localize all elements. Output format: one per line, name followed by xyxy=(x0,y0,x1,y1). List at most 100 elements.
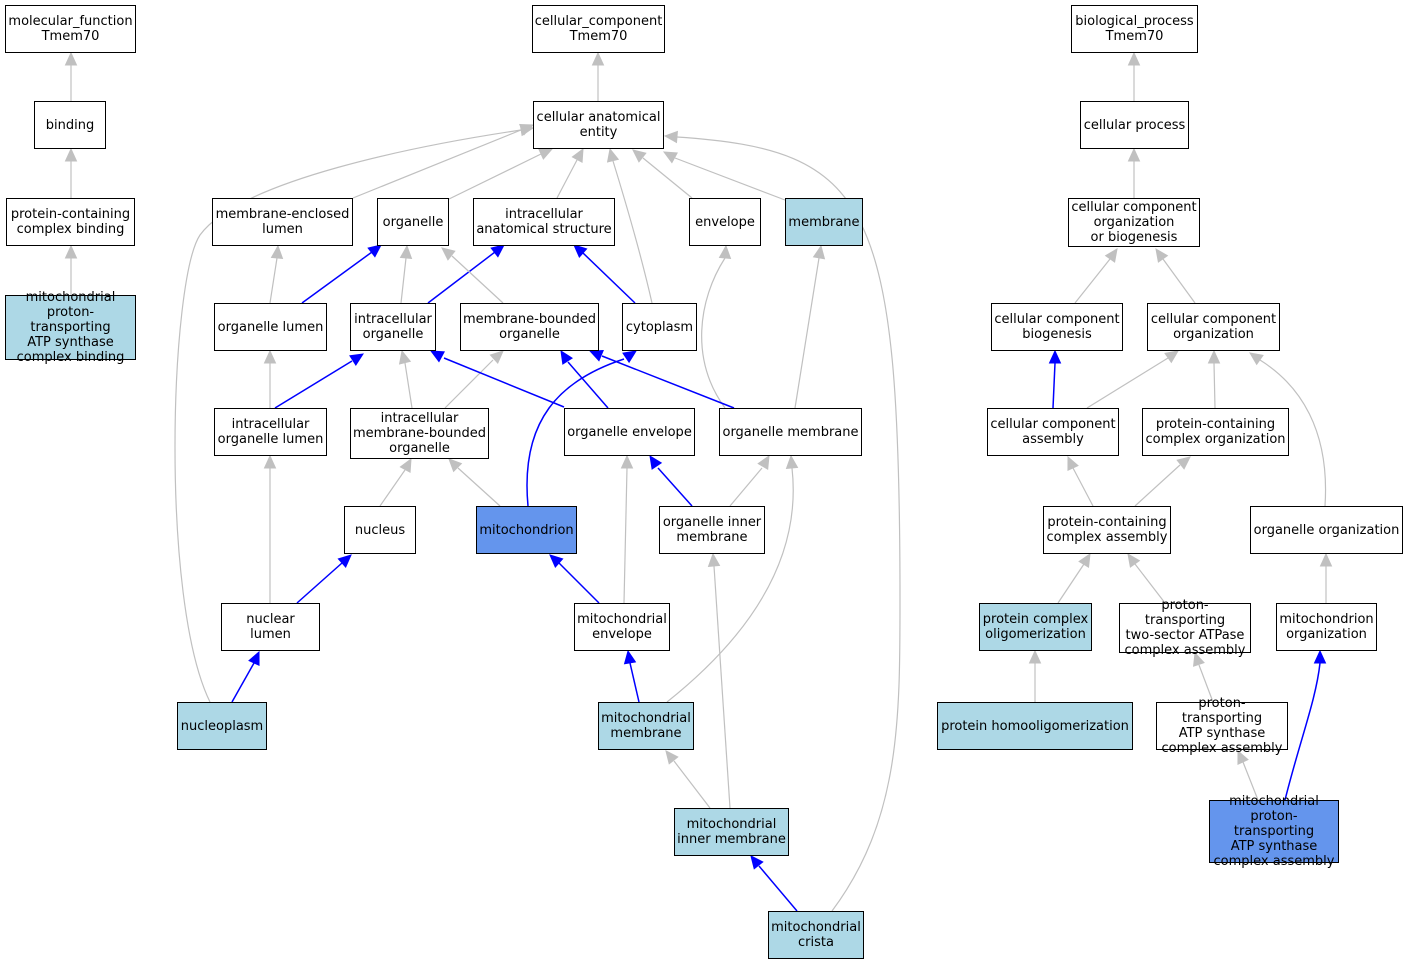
edge-arrowhead-8 xyxy=(632,149,647,163)
edge-arrowhead-6 xyxy=(571,147,584,163)
edge-arrowhead-13 xyxy=(367,244,382,258)
node-mitochondrion[interactable]: mitochondrion xyxy=(476,506,577,554)
edge-arrowhead-3 xyxy=(591,51,605,66)
node-organelle-organization[interactable]: organelle organization xyxy=(1250,506,1403,554)
edge-17 xyxy=(582,252,636,304)
edge-47 xyxy=(1086,357,1169,409)
edge-arrowhead-21 xyxy=(398,349,412,365)
node-cytoplasm[interactable]: cytoplasm xyxy=(622,303,697,351)
node-organelle-inner-membrane[interactable]: organelle inner membrane xyxy=(659,506,765,554)
edge-20 xyxy=(274,360,353,409)
node-intracellular-membrane-bounded-organelle[interactable]: intracellular membrane-bounded organelle xyxy=(350,408,489,459)
node-nucleus[interactable]: nucleus xyxy=(344,506,416,554)
edge-arrowhead-42 xyxy=(1127,51,1141,66)
node-mitochondrial-crista[interactable]: mitochondrial crista xyxy=(768,911,864,959)
edge-arrowhead-57 xyxy=(1237,749,1249,765)
edge-arrowhead-17 xyxy=(573,244,588,258)
node-mito-proton-transporting-atp-synthase-complex-assembly[interactable]: mitochondrial proton-transporting ATP sy… xyxy=(1209,794,1339,869)
node-organelle-lumen[interactable]: organelle lumen xyxy=(214,303,327,351)
edge-arrowhead-49 xyxy=(1249,352,1264,366)
node-biological-process-root[interactable]: biological_process Tmem70 xyxy=(1071,5,1198,53)
edge-30 xyxy=(526,358,625,507)
node-mitochondrial-membrane[interactable]: mitochondrial membrane xyxy=(598,702,694,750)
edge-arrowhead-0 xyxy=(64,51,78,66)
edge-arrowhead-19 xyxy=(263,349,277,364)
node-cellular-process[interactable]: cellular process xyxy=(1080,101,1189,149)
edge-48 xyxy=(1213,362,1216,409)
node-organelle-envelope[interactable]: organelle envelope xyxy=(564,408,695,456)
edge-arrowhead-33 xyxy=(757,454,770,470)
edge-36 xyxy=(231,662,255,703)
node-intracellular-organelle[interactable]: intracellular organelle xyxy=(350,303,436,351)
edge-34 xyxy=(296,562,343,604)
node-mito-atp-synthase-complex-binding[interactable]: mitochondrial proton-transporting ATP sy… xyxy=(5,290,136,365)
edge-54 xyxy=(1134,563,1166,604)
edge-arrowhead-16 xyxy=(441,247,456,261)
node-proton-transporting-atp-synthase-complex-assembly[interactable]: proton-transporting ATP synthase complex… xyxy=(1156,696,1288,756)
node-protein-complex-oligomerization[interactable]: protein complex oligomerization xyxy=(979,603,1092,651)
node-proton-transporting-two-sector-atpase-complex-assembly[interactable]: proton-transporting two-sector ATPase co… xyxy=(1119,598,1251,658)
node-cellular-anatomical-entity[interactable]: cellular anatomical entity xyxy=(533,101,664,149)
node-cellular-component-organization-or-biogenesis[interactable]: cellular component organization or bioge… xyxy=(1068,198,1200,247)
edge-arrowhead-46 xyxy=(1048,349,1062,364)
edge-arrowhead-7 xyxy=(606,147,620,163)
node-protein-homooligomerization[interactable]: protein homooligomerization xyxy=(937,702,1133,750)
node-intracellular-organelle-lumen[interactable]: intracellular organelle lumen xyxy=(214,408,327,456)
node-cellular-component-assembly[interactable]: cellular component assembly xyxy=(987,408,1119,456)
edge-37 xyxy=(629,662,640,703)
edge-40 xyxy=(713,565,731,809)
node-membrane-bounded-organelle[interactable]: membrane-bounded organelle xyxy=(460,303,599,351)
node-nuclear-lumen[interactable]: nuclear lumen xyxy=(221,603,320,651)
node-molecular-function-root[interactable]: molecular_function Tmem70 xyxy=(5,5,136,53)
edge-arrowhead-10 xyxy=(519,123,535,137)
node-envelope[interactable]: envelope xyxy=(689,198,761,246)
edge-35 xyxy=(558,562,600,604)
edge-arrowhead-27 xyxy=(263,454,277,469)
node-mitochondrion-organization[interactable]: mitochondrion organization xyxy=(1276,603,1377,651)
node-mitochondrial-inner-membrane[interactable]: mitochondrial inner membrane xyxy=(674,808,789,856)
node-organelle[interactable]: organelle xyxy=(377,198,449,246)
edge-5 xyxy=(446,153,542,201)
edge-arrowhead-9 xyxy=(662,151,678,164)
node-cellular-component-root[interactable]: cellular_component Tmem70 xyxy=(532,5,665,53)
edge-arrowhead-58 xyxy=(1313,649,1327,664)
node-membrane[interactable]: membrane xyxy=(785,198,863,246)
edge-arrowhead-30 xyxy=(622,350,637,364)
node-protein-containing-complex-assembly[interactable]: protein-containing complex assembly xyxy=(1043,506,1171,554)
edge-arrowhead-24 xyxy=(560,349,574,365)
edge-arrowhead-53 xyxy=(1078,552,1091,568)
node-mitochondrial-envelope[interactable]: mitochondrial envelope xyxy=(574,603,670,651)
edge-28 xyxy=(379,469,406,507)
edge-23 xyxy=(443,357,565,408)
edge-arrowhead-44 xyxy=(1104,248,1118,263)
edge-arrowhead-56 xyxy=(1192,651,1205,667)
edge-arrowhead-39 xyxy=(665,750,679,765)
edge-15 xyxy=(427,251,496,304)
node-protein-containing-complex-binding[interactable]: protein-containing complex binding xyxy=(6,198,135,246)
node-intracellular-anatomical-structure[interactable]: intracellular anatomical structure xyxy=(473,198,615,246)
edge-9 xyxy=(674,157,786,201)
node-nucleoplasm[interactable]: nucleoplasm xyxy=(177,702,267,750)
edge-arrowhead-2 xyxy=(64,244,78,259)
edge-arrowhead-31 xyxy=(620,454,634,469)
node-cellular-component-organization[interactable]: cellular component organization xyxy=(1147,303,1280,351)
node-organelle-membrane[interactable]: organelle membrane xyxy=(719,408,862,456)
edge-56 xyxy=(1198,664,1214,703)
edge-arrowhead-1 xyxy=(64,147,78,162)
edge-arrowhead-23 xyxy=(429,350,445,363)
node-binding[interactable]: binding xyxy=(34,101,106,149)
edge-arrowhead-50 xyxy=(1067,455,1079,471)
edge-46 xyxy=(1052,362,1056,409)
edge-arrowhead-14 xyxy=(399,244,413,259)
edge-arrowhead-5 xyxy=(538,148,554,160)
node-membrane-enclosed-lumen[interactable]: membrane-enclosed lumen xyxy=(212,198,353,246)
node-cellular-component-biogenesis[interactable]: cellular component biogenesis xyxy=(991,303,1123,351)
edge-arrowhead-37 xyxy=(623,649,637,665)
edge-11 xyxy=(676,136,901,912)
edge-10 xyxy=(174,129,522,703)
edge-arrowhead-15 xyxy=(490,244,505,258)
edge-arrowhead-11 xyxy=(663,130,678,144)
node-protein-containing-complex-organization[interactable]: protein-containing complex organization xyxy=(1142,408,1289,456)
edge-arrowhead-48 xyxy=(1207,349,1221,364)
edge-4 xyxy=(352,129,522,199)
